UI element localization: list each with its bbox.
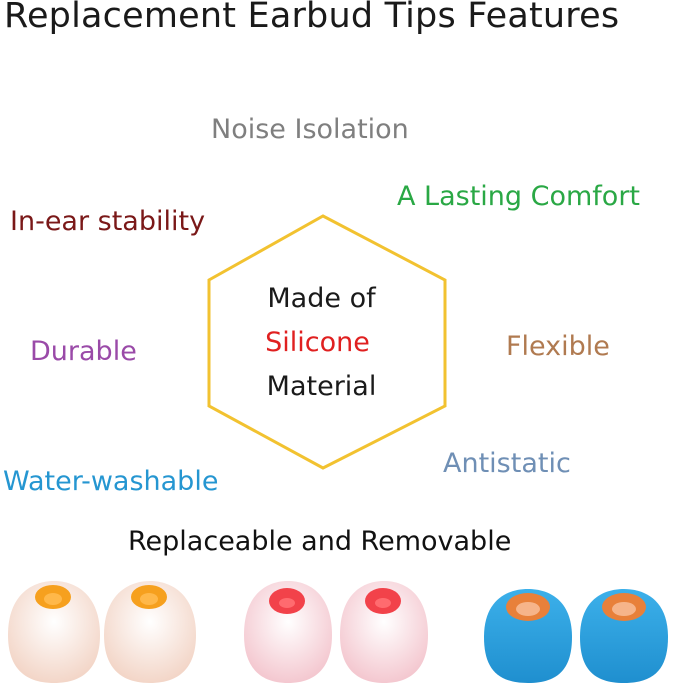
earbud-tips-image (8, 581, 668, 683)
feature-lasting-comfort: A Lasting Comfort (397, 181, 641, 212)
hexagon-frame (207, 214, 447, 470)
feature-water-washable: Water-washable (3, 466, 219, 497)
center-text-silicone: Silicone (265, 327, 370, 358)
feature-antistatic: Antistatic (443, 448, 571, 479)
feature-flexible: Flexible (506, 331, 610, 362)
center-text-made-of: Made of (267, 283, 376, 314)
feature-in-ear-stability: In-ear stability (10, 206, 206, 237)
feature-noise-isolation: Noise Isolation (211, 114, 409, 145)
earbud-tip-orange (104, 581, 196, 683)
earbud-tip-red (340, 581, 428, 683)
page-title: Replacement Earbud Tips Features (4, 0, 620, 36)
caption: Replaceable and Removable (128, 526, 512, 557)
feature-durable: Durable (30, 336, 137, 367)
center-text-material: Material (266, 371, 377, 402)
earbud-tip-blue (580, 589, 668, 683)
earbud-tip-blue (484, 589, 572, 683)
earbud-tip-orange (8, 581, 100, 683)
earbud-tip-red (244, 581, 332, 683)
